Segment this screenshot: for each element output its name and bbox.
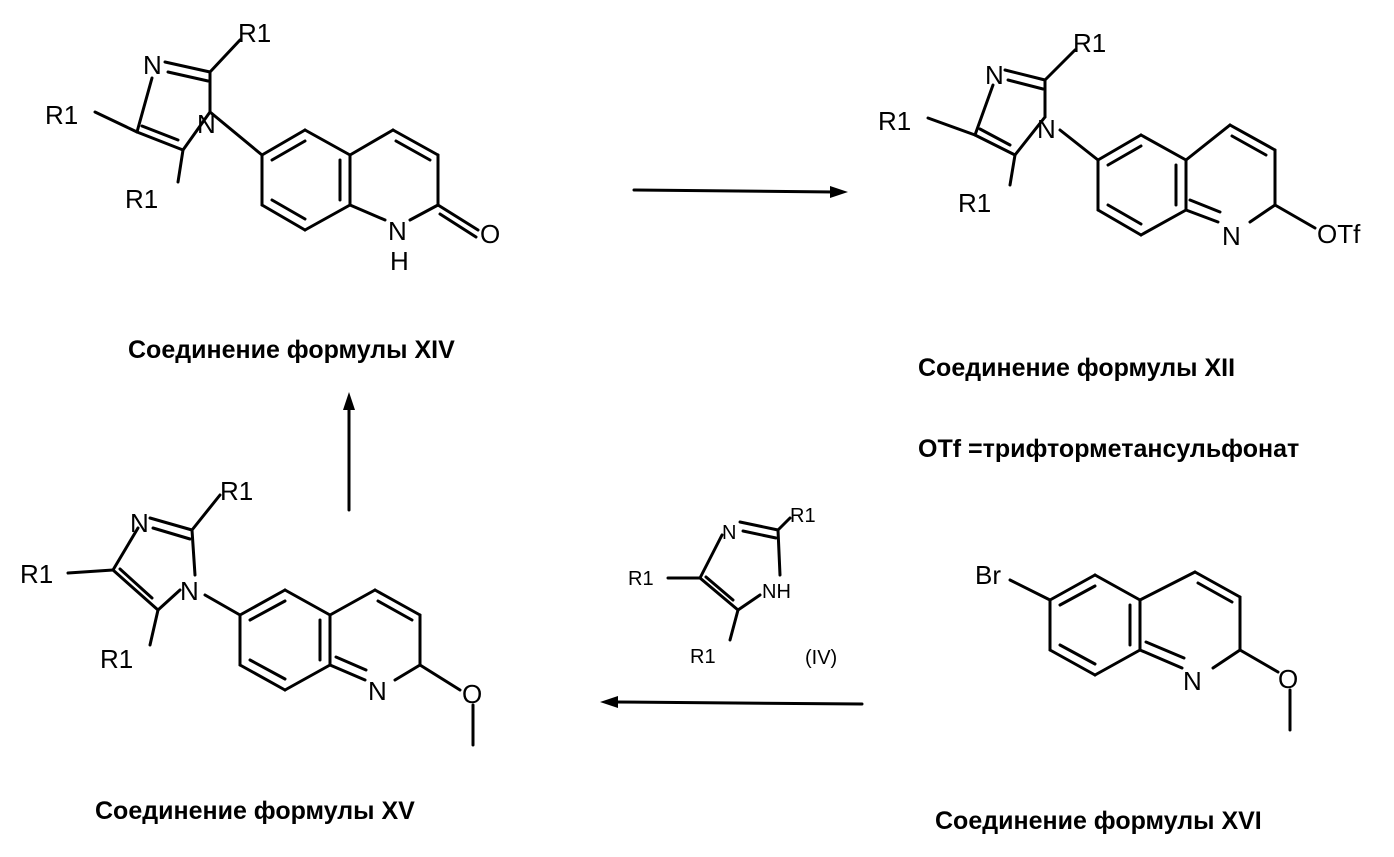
caption-xii: Соединение формулы XII bbox=[918, 354, 1235, 382]
iv-r1-top: R1 bbox=[790, 505, 816, 527]
xv-r1-top: R1 bbox=[220, 476, 253, 506]
xiv-nh-h: H bbox=[390, 246, 409, 276]
xiv-n-atom: N bbox=[143, 50, 162, 80]
xv-r1-bottom: R1 bbox=[100, 644, 133, 674]
caption-xvi: Соединение формулы XVI bbox=[935, 807, 1262, 835]
xv-r1-left: R1 bbox=[20, 559, 53, 589]
compound-xii-structure bbox=[926, 48, 1317, 237]
reagent-iv-label: (IV) bbox=[805, 647, 837, 669]
caption-xv: Соединение формулы XV bbox=[95, 797, 415, 825]
xiv-r1-top: R1 bbox=[238, 18, 271, 48]
xii-ring-n: N bbox=[1222, 221, 1241, 251]
xvi-methoxy-o: O bbox=[1278, 664, 1298, 694]
iv-n-atom: N bbox=[722, 522, 736, 544]
xiv-nh-n: N bbox=[388, 216, 407, 246]
compound-xiv-structure bbox=[93, 38, 480, 239]
arrow-xvi-to-xv bbox=[600, 696, 864, 708]
xiv-carbonyl-o: O bbox=[480, 219, 500, 249]
xv-ring-n: N bbox=[368, 676, 387, 706]
xvi-ring-n: N bbox=[1183, 666, 1202, 696]
xv-n1-atom: N bbox=[180, 576, 199, 606]
xii-r1-bottom: R1 bbox=[958, 188, 991, 218]
arrow-xiv-to-xii bbox=[632, 186, 848, 198]
compound-xv-structure bbox=[66, 493, 475, 747]
compound-xvi-structure bbox=[1008, 570, 1292, 732]
xii-n-atom: N bbox=[985, 60, 1004, 90]
reagent-iv-structure bbox=[666, 516, 792, 642]
xiv-n1-atom: N bbox=[197, 109, 216, 139]
xiv-r1-left: R1 bbox=[45, 100, 78, 130]
xv-methoxy-o: O bbox=[462, 679, 482, 709]
xii-n1-atom: N bbox=[1037, 114, 1056, 144]
xvi-br: Br bbox=[975, 560, 1001, 590]
iv-nh: NH bbox=[762, 581, 791, 603]
xiv-r1-bottom: R1 bbox=[125, 184, 158, 214]
iv-r1-left: R1 bbox=[628, 568, 654, 590]
arrow-xv-to-xiv bbox=[343, 392, 355, 512]
caption-xiv: Соединение формулы XIV bbox=[128, 336, 455, 364]
xii-otf: OTf bbox=[1317, 219, 1361, 249]
xii-r1-top: R1 bbox=[1073, 28, 1106, 58]
xii-r1-left: R1 bbox=[878, 106, 911, 136]
xv-n-atom: N bbox=[130, 508, 149, 538]
otf-definition: OTf =трифторметансульфонат bbox=[918, 435, 1299, 463]
iv-r1-bottom: R1 bbox=[690, 646, 716, 668]
